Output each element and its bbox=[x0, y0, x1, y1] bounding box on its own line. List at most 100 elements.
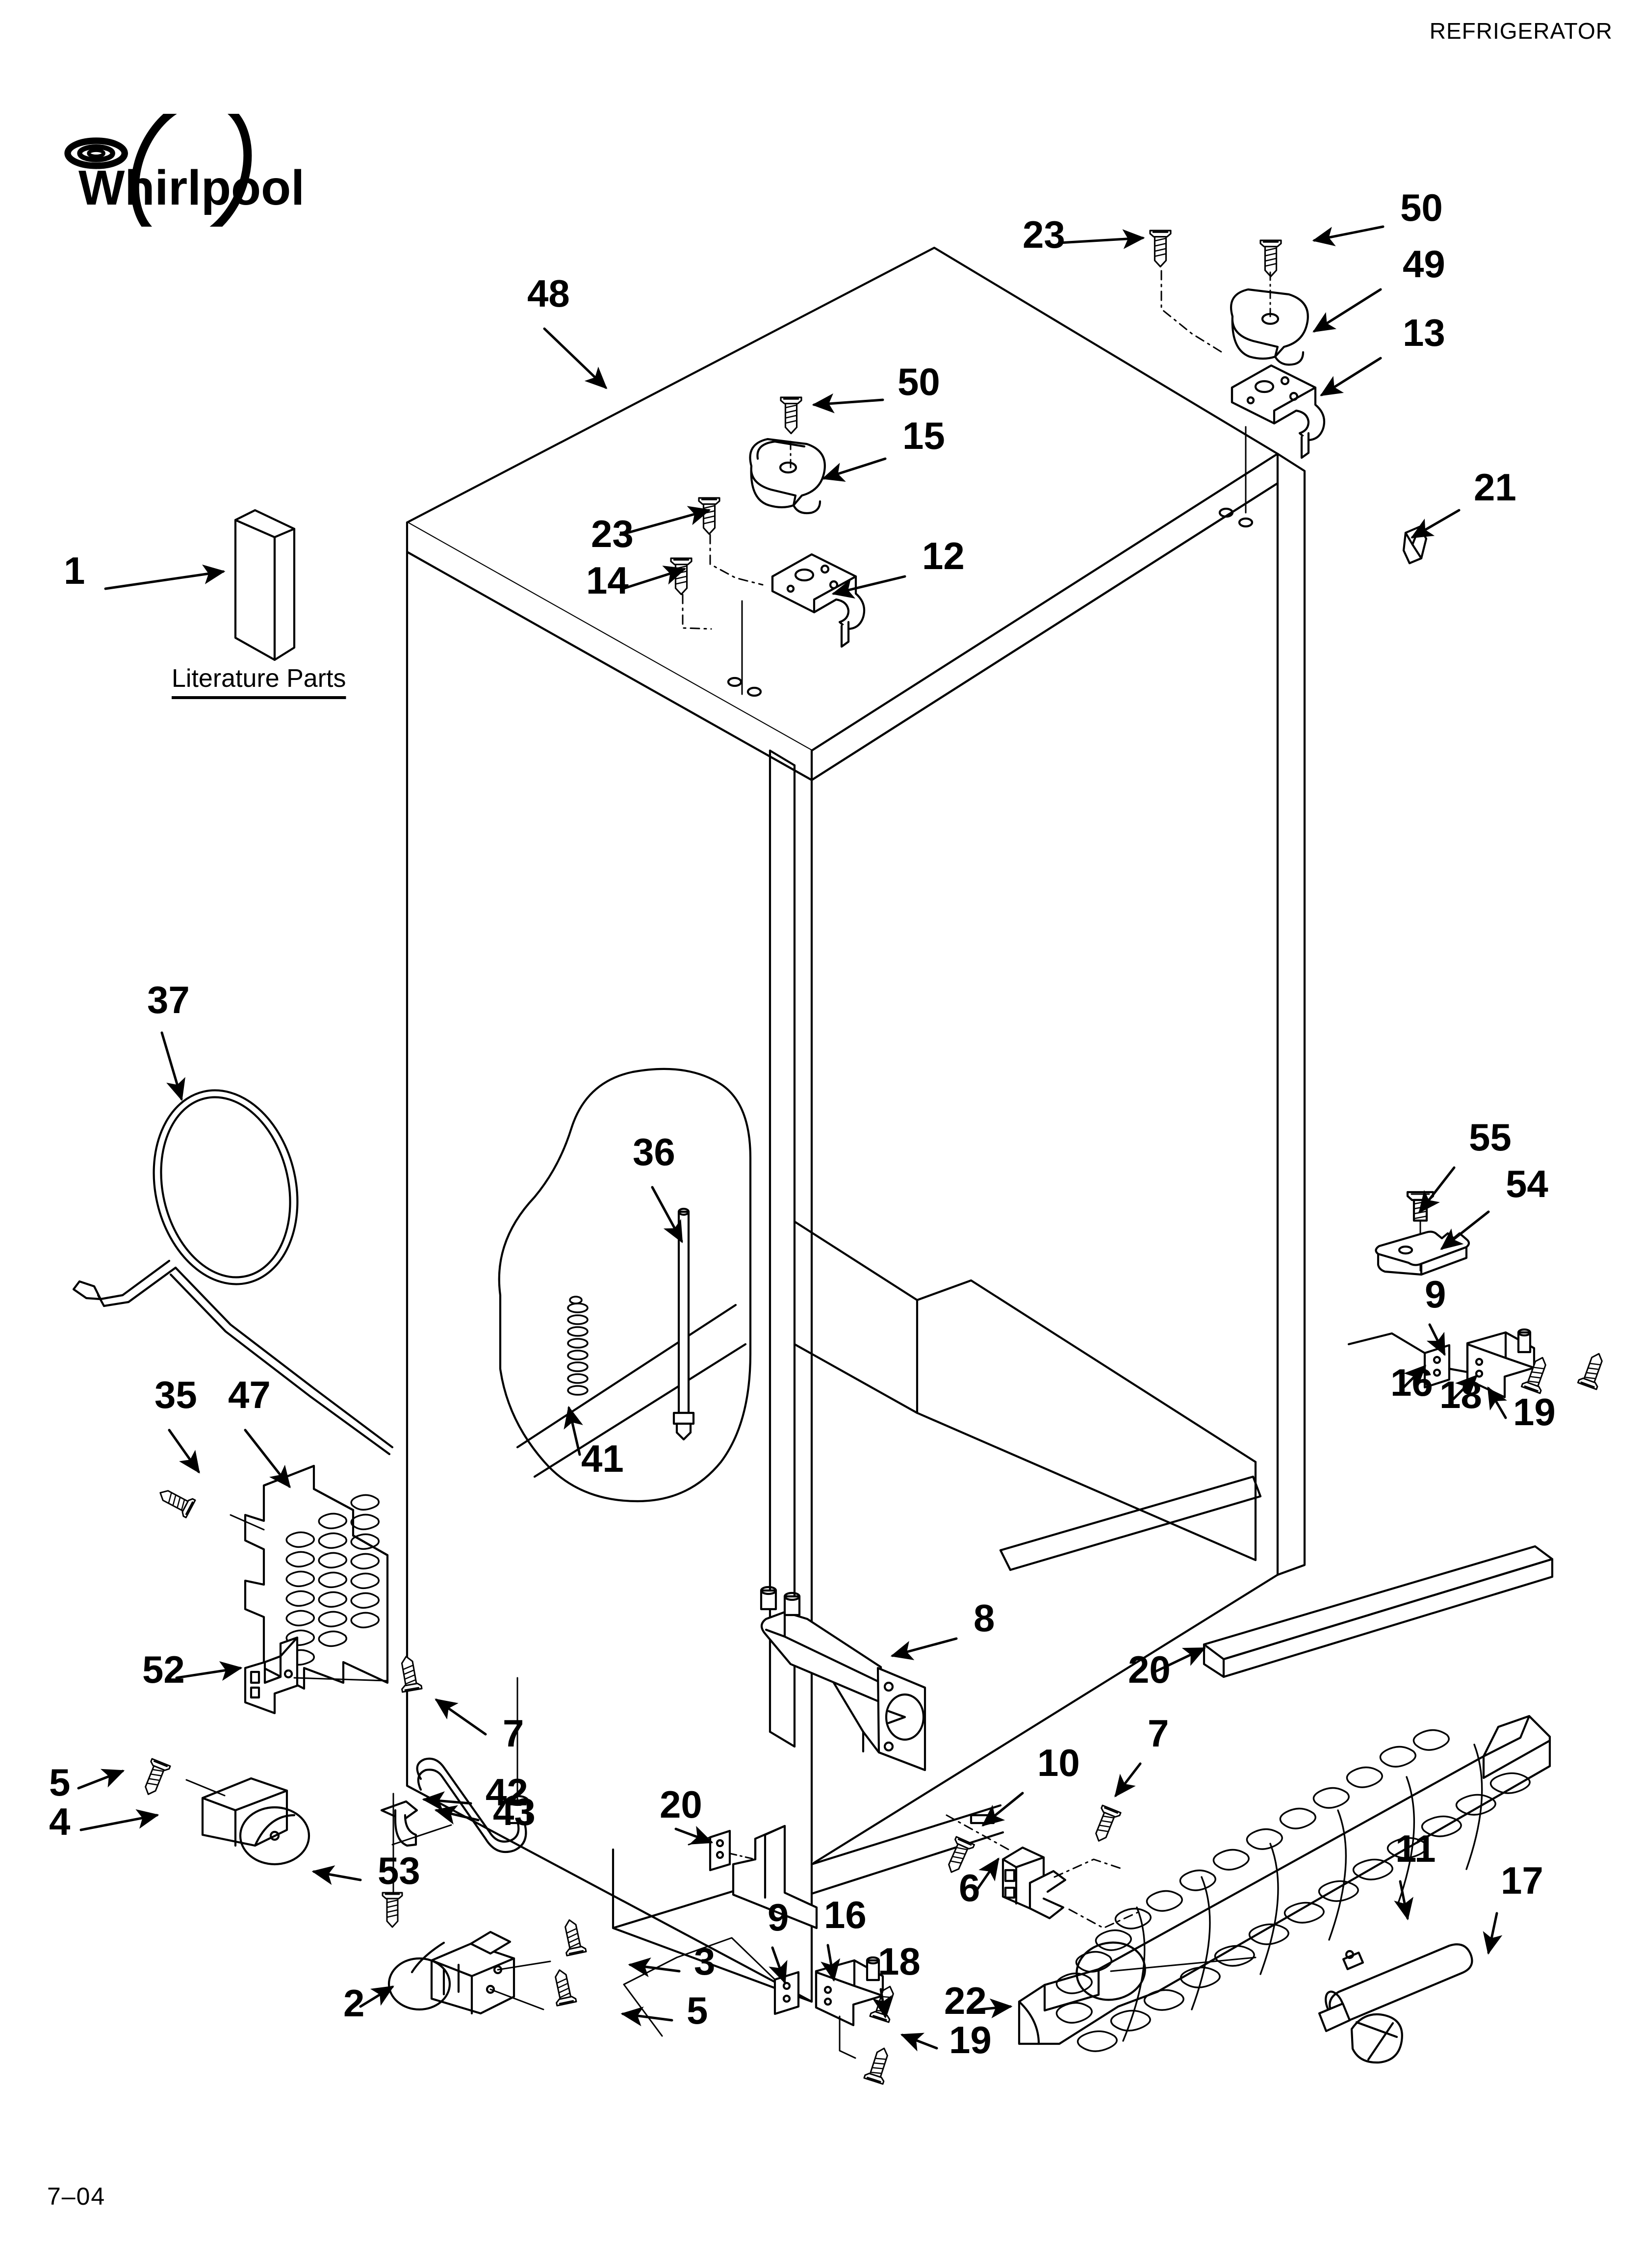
callout-number-43: 43 bbox=[493, 1790, 536, 1833]
callout-leader-15 bbox=[821, 457, 887, 482]
callout-number-21: 21 bbox=[1474, 466, 1516, 509]
whirlpool-logo: Whirlpool bbox=[29, 114, 324, 227]
callout-number-23: 23 bbox=[591, 512, 634, 555]
callout-leader-14 bbox=[621, 566, 687, 590]
callout-leader-23 bbox=[1058, 229, 1145, 249]
cabinet-body bbox=[406, 246, 1306, 2003]
callout-number-35: 35 bbox=[154, 1373, 197, 1416]
callout-number-52: 52 bbox=[142, 1648, 185, 1691]
revision-date-code: 7–04 bbox=[47, 2183, 106, 2210]
page-title: REFRIGERATOR bbox=[1429, 18, 1613, 44]
callout-leader-2 bbox=[359, 1985, 394, 2008]
callout-leader-5 bbox=[620, 2007, 673, 2027]
callout-number-49: 49 bbox=[1403, 242, 1445, 286]
callout-leader-3 bbox=[628, 1957, 681, 1978]
callout-leader-19 bbox=[1487, 1386, 1507, 1419]
callout-leader-6 bbox=[975, 1857, 1000, 1893]
svg-text:Whirlpool: Whirlpool bbox=[78, 160, 305, 215]
callout-number-19: 19 bbox=[949, 2018, 992, 2061]
callout-number-41: 41 bbox=[581, 1437, 624, 1480]
callout-leader-23 bbox=[619, 506, 711, 536]
callout-leader-17 bbox=[1483, 1912, 1503, 1955]
callout-number-19: 19 bbox=[1513, 1390, 1556, 1434]
callout-leader-10 bbox=[981, 1792, 1024, 1826]
callout-leader-42 bbox=[422, 1791, 472, 1811]
callout-number-50: 50 bbox=[1400, 186, 1443, 229]
callout-leader-20 bbox=[674, 1825, 714, 1845]
callout-leader-9 bbox=[1426, 1323, 1446, 1356]
callout-number-1: 1 bbox=[64, 549, 85, 592]
callout-number-18: 18 bbox=[878, 1940, 921, 1983]
callout-leader-18 bbox=[1450, 1374, 1478, 1402]
callout-leader-35 bbox=[168, 1429, 200, 1474]
callout-leader-18 bbox=[872, 1988, 892, 2019]
callout-leader-20 bbox=[1151, 1647, 1206, 1674]
callout-leader-49 bbox=[1312, 288, 1382, 333]
callout-leader-47 bbox=[244, 1429, 291, 1488]
callout-leader-54 bbox=[1440, 1210, 1490, 1250]
callout-number-18: 18 bbox=[1439, 1373, 1482, 1416]
callout-number-9: 9 bbox=[768, 1896, 789, 1939]
callout-number-2: 2 bbox=[343, 1981, 364, 2025]
callout-leader-12 bbox=[831, 575, 906, 599]
hinge-assembly-top-left bbox=[671, 397, 866, 695]
callout-number-50: 50 bbox=[898, 360, 940, 403]
callout-leader-16 bbox=[1401, 1364, 1427, 1390]
callout-leader-37 bbox=[160, 1031, 185, 1101]
callout-number-48: 48 bbox=[527, 272, 570, 315]
callout-leader-19 bbox=[900, 2033, 938, 2052]
callout-leader-9 bbox=[769, 1946, 788, 1984]
callout-leader-13 bbox=[1320, 357, 1382, 396]
part-roller-left bbox=[139, 1759, 310, 1866]
bracket-set-right bbox=[1347, 1328, 1608, 1399]
callout-number-22: 22 bbox=[944, 1979, 987, 2022]
callout-number-15: 15 bbox=[902, 414, 945, 457]
callout-number-42: 42 bbox=[486, 1771, 528, 1814]
callout-leader-8 bbox=[890, 1637, 958, 1661]
callout-number-5: 5 bbox=[687, 1989, 708, 2032]
callout-leader-7 bbox=[435, 1698, 487, 1736]
part-vent-panel bbox=[155, 1464, 389, 1690]
part-base-grille bbox=[1018, 1715, 1551, 2052]
callout-number-47: 47 bbox=[228, 1373, 271, 1416]
callout-number-12: 12 bbox=[922, 534, 965, 577]
callout-number-16: 16 bbox=[824, 1893, 867, 1936]
part-dryer-filter bbox=[760, 1586, 926, 1772]
callout-number-11: 11 bbox=[1395, 1827, 1436, 1870]
callout-number-53: 53 bbox=[378, 1849, 420, 1892]
callout-number-55: 55 bbox=[1469, 1116, 1512, 1159]
part-literature-packet bbox=[234, 509, 296, 661]
hinge-assembly-top-right bbox=[1150, 231, 1326, 514]
callout-leader-11 bbox=[1394, 1880, 1413, 1921]
callout-number-8: 8 bbox=[974, 1596, 995, 1640]
callout-number-5: 5 bbox=[49, 1761, 70, 1804]
callout-number-14: 14 bbox=[586, 559, 629, 602]
callout-number-16: 16 bbox=[1390, 1361, 1433, 1404]
callout-leader-7 bbox=[1114, 1762, 1142, 1798]
callout-leader-55 bbox=[1418, 1166, 1456, 1214]
hinge-bottom-left bbox=[244, 1636, 422, 1715]
callout-leader-36 bbox=[651, 1186, 683, 1243]
callout-number-13: 13 bbox=[1403, 311, 1445, 354]
callout-number-36: 36 bbox=[633, 1130, 675, 1173]
literature-parts-label: Literature Parts bbox=[172, 664, 346, 699]
callout-leader-22 bbox=[967, 1998, 1013, 2018]
callout-leader-50 bbox=[1312, 225, 1385, 246]
callout-number-10: 10 bbox=[1037, 1741, 1080, 1784]
callout-leader-16 bbox=[821, 1944, 841, 1982]
callout-leader-50 bbox=[812, 393, 884, 414]
callout-number-37: 37 bbox=[147, 978, 190, 1021]
callout-leader-4 bbox=[79, 1809, 159, 1831]
part-water-tube-coil bbox=[72, 1089, 394, 1456]
callout-number-17: 17 bbox=[1501, 1859, 1543, 1902]
bracket-20-rail bbox=[1203, 1545, 1554, 1678]
callout-number-7: 7 bbox=[503, 1712, 524, 1755]
callout-leader-5 bbox=[77, 1769, 125, 1790]
callout-leader-43 bbox=[434, 1805, 480, 1825]
callout-number-3: 3 bbox=[694, 1940, 715, 1983]
cutaway-region bbox=[498, 1068, 752, 1503]
callout-number-20: 20 bbox=[660, 1783, 702, 1826]
callout-number-9: 9 bbox=[1425, 1273, 1446, 1316]
